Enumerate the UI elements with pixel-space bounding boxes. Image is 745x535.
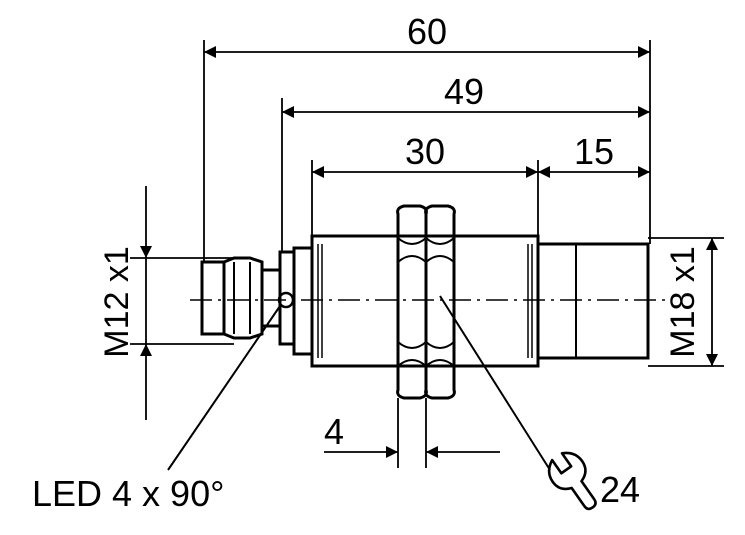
sensing-face [536, 242, 650, 360]
body-transition [292, 246, 314, 356]
dim-60-label: 60 [407, 11, 447, 52]
m18-thread-label: M18 x1 [664, 246, 702, 358]
wrench-icon [547, 451, 597, 511]
connector-thread [223, 256, 264, 340]
m12-thread-label: M12 x1 [98, 246, 136, 358]
led-leader [167, 305, 281, 471]
led-label: LED 4 x 90° [32, 473, 225, 514]
dimension-lines [140, 46, 718, 471]
wrench-size-label: 24 [600, 469, 640, 510]
lock-nut-right [424, 204, 456, 400]
wrench-leader [439, 295, 551, 471]
dim-30-label: 30 [405, 131, 445, 172]
dim-4-label: 4 [324, 411, 344, 452]
dim-49-label: 49 [444, 71, 484, 112]
dim-15-label: 15 [574, 131, 614, 172]
sensor-outline [200, 204, 650, 400]
connector-plug [200, 260, 226, 336]
